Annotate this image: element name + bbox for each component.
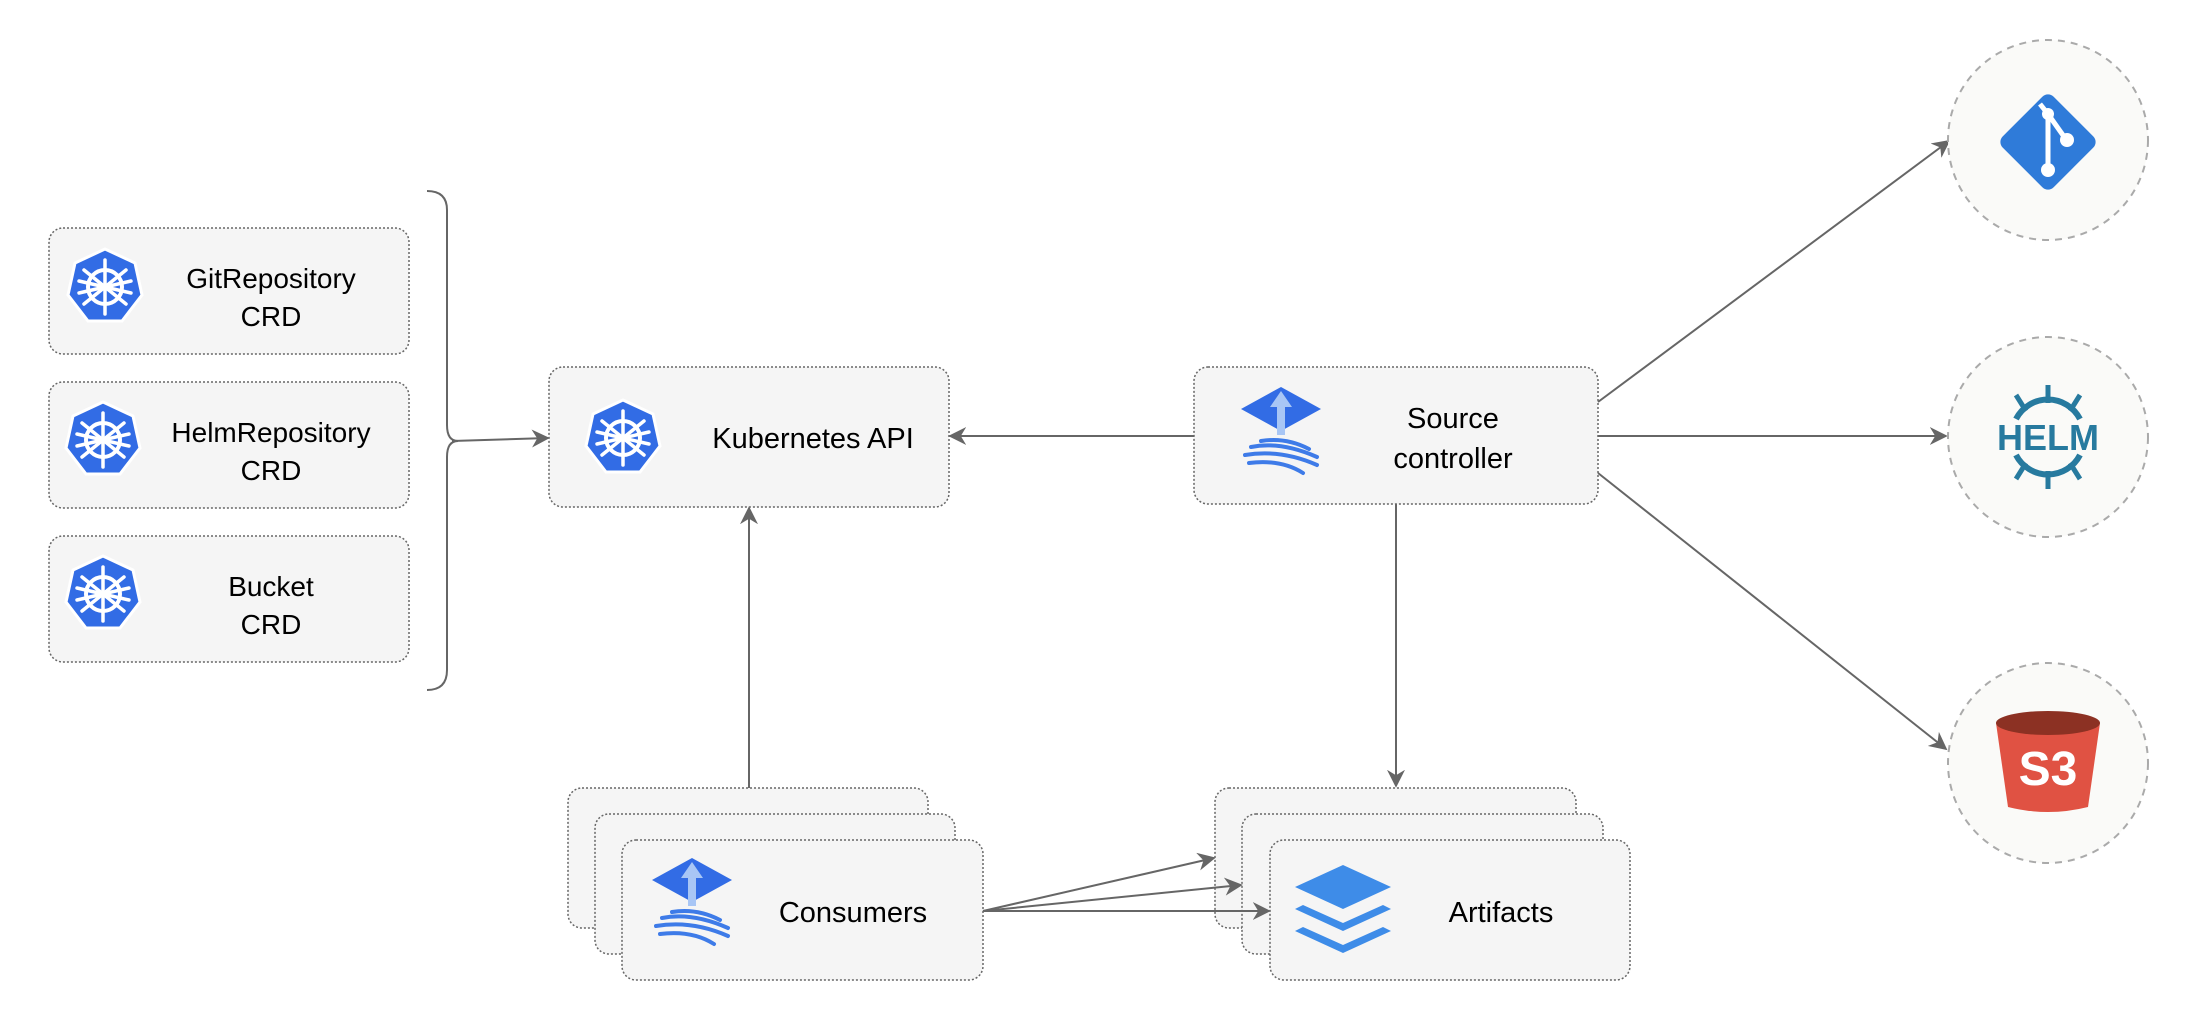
git-source[interactable] xyxy=(1947,39,2149,241)
kubernetes-icon xyxy=(64,400,142,476)
crd-name: Bucket xyxy=(228,571,314,602)
source-controller-node[interactable]: Source controller xyxy=(1193,366,1599,505)
node-label: controller xyxy=(1393,443,1513,475)
edge-consumers-to-artifacts xyxy=(982,877,1243,912)
helm-icon: HELM xyxy=(1996,385,2100,489)
crd-kind: CRD xyxy=(241,301,302,332)
node-label: Kubernetes API xyxy=(712,423,914,455)
crd-gitrepository[interactable]: GitRepository CRD xyxy=(48,227,410,355)
edge-consumers-to-artifacts xyxy=(982,852,1216,912)
kubernetes-api-node[interactable]: Kubernetes API xyxy=(548,366,950,508)
s3-logo-text: S3 xyxy=(2019,743,2078,796)
node-label: Consumers xyxy=(779,897,927,929)
consumers-node[interactable]: Consumers xyxy=(567,787,984,981)
node-label: Artifacts xyxy=(1449,897,1554,929)
kubernetes-icon xyxy=(66,247,144,323)
s3-source[interactable]: S3 xyxy=(1947,662,2149,864)
crd-kind: CRD xyxy=(241,609,302,640)
edge-crds-to-api xyxy=(451,429,550,448)
crd-name: GitRepository xyxy=(186,263,356,294)
node-label: Source xyxy=(1407,403,1499,435)
crd-helmrepository[interactable]: HelmRepository CRD xyxy=(48,381,410,509)
s3-icon: S3 xyxy=(1996,711,2100,812)
crd-kind: CRD xyxy=(241,455,302,486)
edge-source-to-git xyxy=(1597,139,1951,403)
helm-logo-text: HELM xyxy=(1997,417,2099,458)
crd-name: HelmRepository xyxy=(171,417,370,448)
artifacts-node[interactable]: Artifacts xyxy=(1214,787,1631,981)
git-icon xyxy=(2000,94,2096,190)
kubernetes-icon xyxy=(584,398,662,474)
edge-source-to-s3 xyxy=(1597,472,1948,751)
kubernetes-icon xyxy=(64,554,142,630)
crd-bucket[interactable]: Bucket CRD xyxy=(48,535,410,663)
helm-source[interactable]: HELM xyxy=(1947,336,2149,538)
